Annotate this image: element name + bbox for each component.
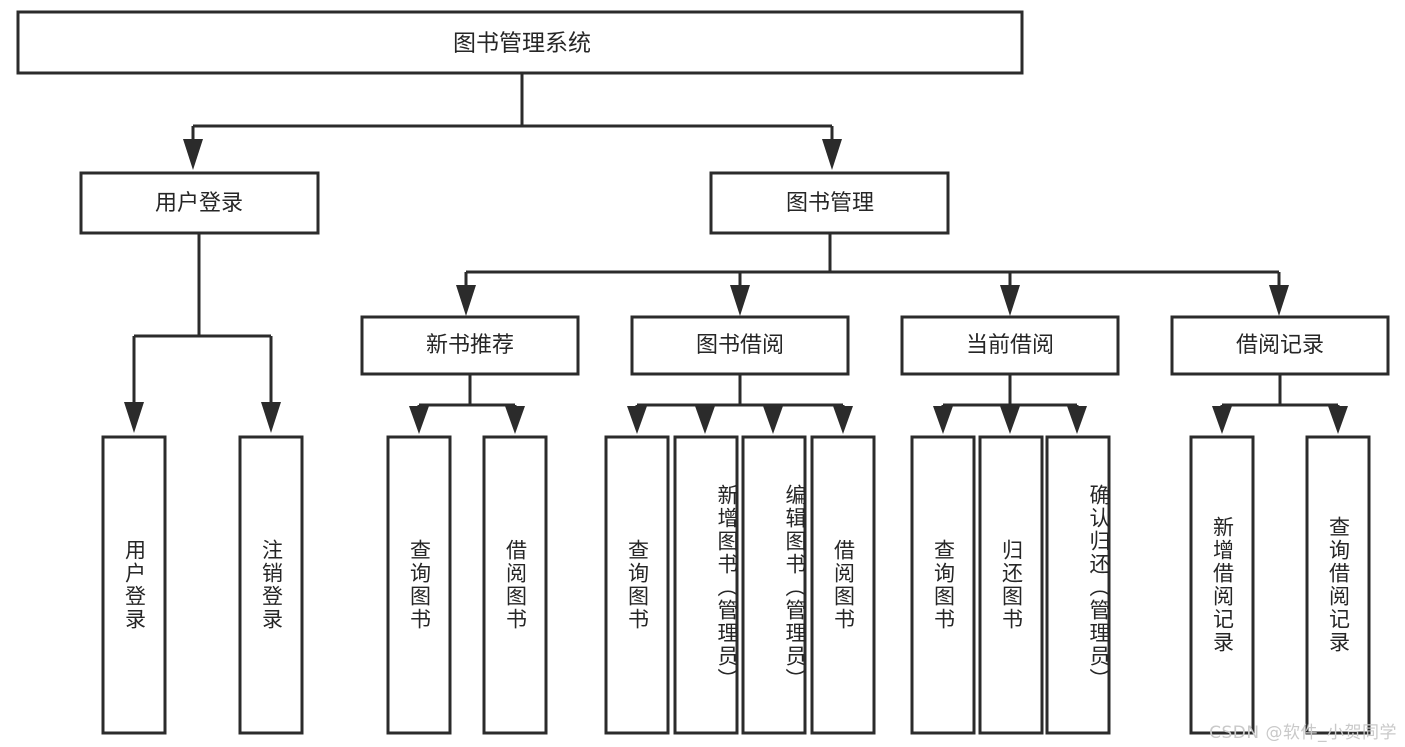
node-book-management[interactable]: 图书管理 <box>709 171 950 235</box>
node-current-borrow-label: 当前借阅 <box>966 333 1054 358</box>
node-current-borrow[interactable]: 当前借阅 <box>900 315 1120 376</box>
leaf-box-query-book-cb[interactable] <box>910 435 976 735</box>
node-borrow-record-label: 借阅记录 <box>1236 333 1324 358</box>
node-new-book-recommend[interactable]: 新书推荐 <box>360 315 580 376</box>
node-book-borrow-label: 图书借阅 <box>696 333 784 358</box>
leaf-box-confirm-return[interactable] <box>1045 435 1111 735</box>
node-new-book-recommend-label: 新书推荐 <box>426 333 514 358</box>
node-user-login[interactable]: 用户登录 <box>79 171 320 235</box>
connector-borrowrecord-to-leaves <box>1212 374 1348 434</box>
leaf-box-query-record[interactable] <box>1305 435 1371 735</box>
node-root-label: 图书管理系统 <box>453 31 591 57</box>
connector-bookmgmt-to-level3 <box>456 233 1289 316</box>
leaf-box-add-record[interactable] <box>1189 435 1255 735</box>
connector-newbook-to-leaves <box>409 374 525 434</box>
leaf-box-add-book[interactable] <box>673 435 739 735</box>
node-book-management-label: 图书管理 <box>786 191 874 216</box>
leaf-box-edit-book[interactable] <box>741 435 807 735</box>
leaf-box-query-book-bb[interactable] <box>604 435 670 735</box>
leaf-box-borrow-book-bb[interactable] <box>810 435 876 735</box>
leaf-box-query-book-nb[interactable] <box>386 435 452 735</box>
leaf-box-return-book[interactable] <box>978 435 1044 735</box>
csdn-watermark: CSDN @软件_小贺同学 <box>1209 723 1397 743</box>
leaf-box-user-login[interactable] <box>101 435 167 735</box>
connector-currentborrow-to-leaves <box>933 374 1087 434</box>
node-book-borrow[interactable]: 图书借阅 <box>630 315 850 376</box>
connector-root-to-level2 <box>183 73 842 170</box>
node-root[interactable]: 图书管理系统 <box>16 10 1024 75</box>
node-borrow-record[interactable]: 借阅记录 <box>1170 315 1390 376</box>
connector-bookborrow-to-leaves <box>627 374 853 434</box>
leaf-box-logout[interactable] <box>238 435 304 735</box>
leaf-box-borrow-book-nb[interactable] <box>482 435 548 735</box>
node-user-login-label: 用户登录 <box>155 191 243 216</box>
connector-userlogin-to-leaves <box>124 233 281 433</box>
